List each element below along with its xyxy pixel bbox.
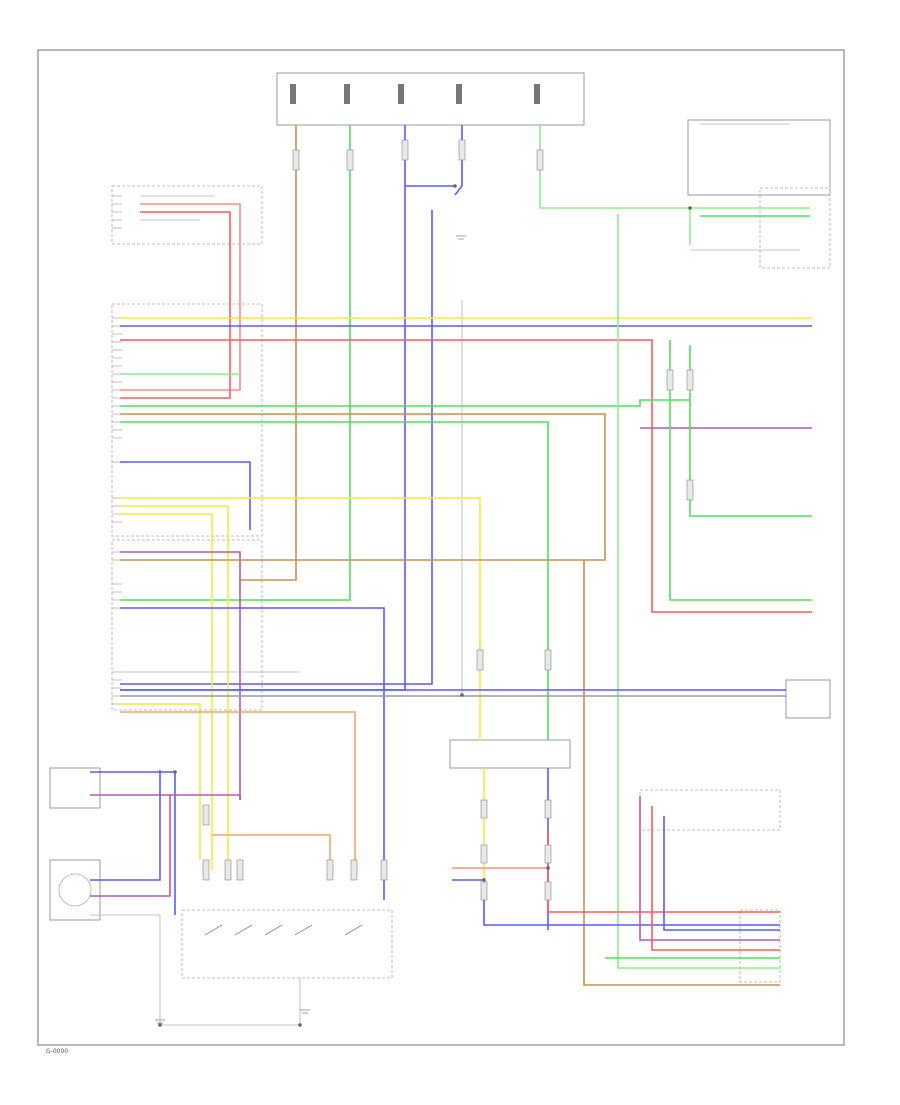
connector-pins-left — [112, 195, 122, 705]
compressor-box — [687, 119, 831, 196]
wire-yellow-lower — [120, 703, 201, 860]
fuse-group — [290, 84, 540, 104]
ecm-connector-lower — [111, 539, 263, 711]
wire-purple-evap — [90, 795, 171, 897]
wire-black-evap — [90, 914, 300, 1026]
wire-yellow-mid3 — [120, 513, 213, 870]
sensor-coil — [58, 873, 92, 907]
evaporator-temp-sensor — [49, 859, 101, 921]
engine-control-module-right — [739, 909, 781, 983]
switch-assembly — [181, 909, 393, 979]
diagram-code: G-0000 — [46, 1048, 68, 1055]
wire-blue-ambient — [90, 771, 176, 915]
wire-brown-lower — [120, 559, 780, 986]
wire-blue-center — [483, 900, 780, 926]
ambient-sensor — [49, 767, 101, 809]
wire-purple-lower — [120, 551, 241, 800]
wire-pink-upper — [120, 203, 241, 391]
wire-blue-mid — [120, 461, 251, 530]
wire-green-fuse2 — [120, 125, 351, 601]
ecm-connector-main — [111, 303, 263, 537]
wire-red-upper — [120, 211, 231, 399]
center-control-unit — [449, 739, 571, 769]
wire-red-refrig — [651, 806, 780, 951]
wire-purple-refrig — [639, 796, 780, 941]
diagram-frame — [37, 49, 845, 1046]
wire-orange-lower — [120, 711, 356, 870]
fuse-box — [276, 72, 585, 126]
wire-red-main — [120, 339, 812, 613]
wire-brown-fuse1 — [240, 125, 297, 581]
inline-connectors — [202, 139, 694, 901]
wire-lightgreen-long — [617, 214, 780, 969]
ecm-connector-upper — [111, 185, 263, 245]
wire-green-right-sensor2 — [669, 340, 812, 601]
wire-blue-relay — [120, 210, 433, 685]
refrigerant-pressure-sensor — [639, 789, 781, 831]
splice-points — [158, 184, 692, 1027]
wire-brown-sensor — [120, 413, 606, 561]
wire-blue-lower — [120, 607, 385, 900]
wire-purple-ambient — [90, 794, 241, 800]
wire-green-long — [120, 421, 549, 740]
wire-yellow-mid2 — [120, 505, 229, 870]
wire-green-right-sensor — [689, 345, 812, 517]
switch-contacts — [204, 924, 363, 936]
ground-symbols — [155, 235, 466, 1024]
wire-green-sensor — [120, 399, 690, 407]
ac-pressure-switch — [759, 187, 831, 269]
wire-blue-fuse3 — [120, 125, 455, 691]
wire-blue-refrig — [663, 816, 780, 931]
wire-lightgreen-fuse5 — [539, 125, 691, 245]
wire-blue-evap — [90, 770, 161, 881]
wire-orange-switch — [212, 834, 331, 870]
relay-box — [785, 679, 831, 719]
